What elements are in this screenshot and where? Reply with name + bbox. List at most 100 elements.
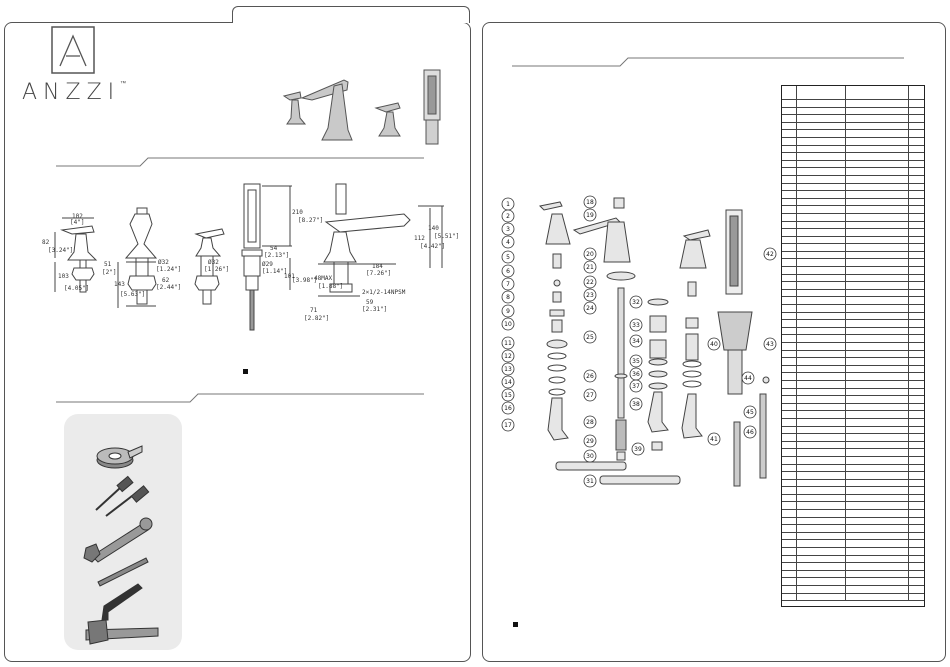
table-cell (782, 86, 797, 99)
table-cell (846, 570, 909, 578)
table-cell (782, 175, 797, 183)
table-cell (782, 540, 797, 548)
table-cell (782, 100, 797, 107)
table-cell (797, 449, 846, 456)
table-cell (797, 175, 846, 183)
table-cell (782, 525, 797, 532)
part-balloon (583, 415, 597, 429)
table-row (782, 570, 924, 579)
part-balloon (501, 317, 515, 331)
table-cell (846, 548, 909, 555)
table-cell (909, 267, 924, 274)
part-balloon (743, 425, 757, 439)
dim-112: 112 (414, 235, 425, 242)
table-cell (782, 335, 797, 342)
dim-184: 184 (372, 263, 383, 270)
table-row (782, 464, 924, 473)
table-cell (846, 502, 909, 510)
table-cell (909, 419, 924, 426)
part-number: 30 (586, 453, 594, 460)
part-balloon (743, 405, 757, 419)
table-cell (782, 426, 797, 434)
table-cell (782, 510, 797, 517)
part-number: 39 (634, 446, 642, 453)
table-cell (797, 312, 846, 320)
part-number: 45 (746, 409, 754, 416)
table-cell (846, 555, 909, 563)
table-cell (782, 396, 797, 403)
table-cell (797, 358, 846, 365)
table-cell (909, 540, 924, 547)
table-cell (797, 282, 846, 289)
part-number: 34 (632, 338, 640, 345)
table-cell (797, 191, 846, 198)
table-cell (782, 373, 797, 380)
table-cell (797, 86, 846, 99)
table-cell (797, 464, 846, 472)
part-number: 25 (586, 334, 594, 341)
part-number: 6 (506, 268, 510, 275)
table-cell (846, 343, 909, 350)
table-row (782, 563, 924, 571)
part-balloon (501, 375, 515, 389)
table-cell (909, 115, 924, 122)
table-row (782, 555, 924, 564)
table-cell (797, 335, 846, 342)
table-cell (909, 305, 924, 312)
table-row (782, 532, 924, 541)
table-cell (782, 388, 797, 396)
table-cell (909, 214, 924, 221)
part-balloon (583, 288, 597, 302)
table-cell (797, 350, 846, 358)
table-cell (782, 160, 797, 168)
table-cell (909, 138, 924, 145)
table-row (782, 487, 924, 495)
drill-bit-icon (97, 557, 149, 587)
table-cell (909, 320, 924, 327)
table-cell (846, 532, 909, 540)
table-cell (846, 517, 909, 525)
table-cell (782, 267, 797, 274)
table-cell (846, 396, 909, 403)
table-cell (909, 86, 924, 99)
table-cell (909, 153, 924, 160)
table-cell (782, 244, 797, 251)
table-row (782, 578, 924, 586)
part-balloon (583, 195, 597, 209)
part-balloon (501, 388, 515, 402)
table-cell (846, 305, 909, 312)
table-cell (782, 297, 797, 305)
table-cell (846, 441, 909, 449)
dim-32b: Ø32 (208, 259, 219, 266)
table-row (782, 198, 924, 207)
part-number: 36 (632, 371, 640, 378)
part-balloon (501, 304, 515, 318)
table-cell (782, 487, 797, 494)
table-cell (782, 532, 797, 540)
part-number: 2 (506, 213, 510, 220)
table-cell (909, 487, 924, 494)
dim-32a: Ø32 (158, 259, 169, 266)
dim-54: 54 (270, 245, 278, 252)
table-cell (782, 403, 797, 411)
dim-71-in: [2.82"] (304, 315, 329, 322)
table-cell (909, 518, 924, 525)
table-cell (846, 434, 909, 441)
dim-51-in: [2"] (102, 269, 116, 276)
table-cell (782, 578, 797, 585)
table-cell (909, 191, 924, 198)
table-cell (846, 130, 909, 137)
part-number: 24 (586, 305, 594, 312)
table-cell (846, 487, 909, 494)
table-cell (909, 525, 924, 532)
table-row (782, 373, 924, 381)
table-cell (846, 282, 909, 289)
table-cell (797, 327, 846, 335)
table-cell (782, 593, 797, 601)
table-row (782, 145, 924, 154)
part-number: 15 (504, 392, 512, 399)
table-cell (846, 160, 909, 168)
table-row (782, 107, 924, 116)
dim-59-in: [2.31"] (362, 306, 387, 313)
